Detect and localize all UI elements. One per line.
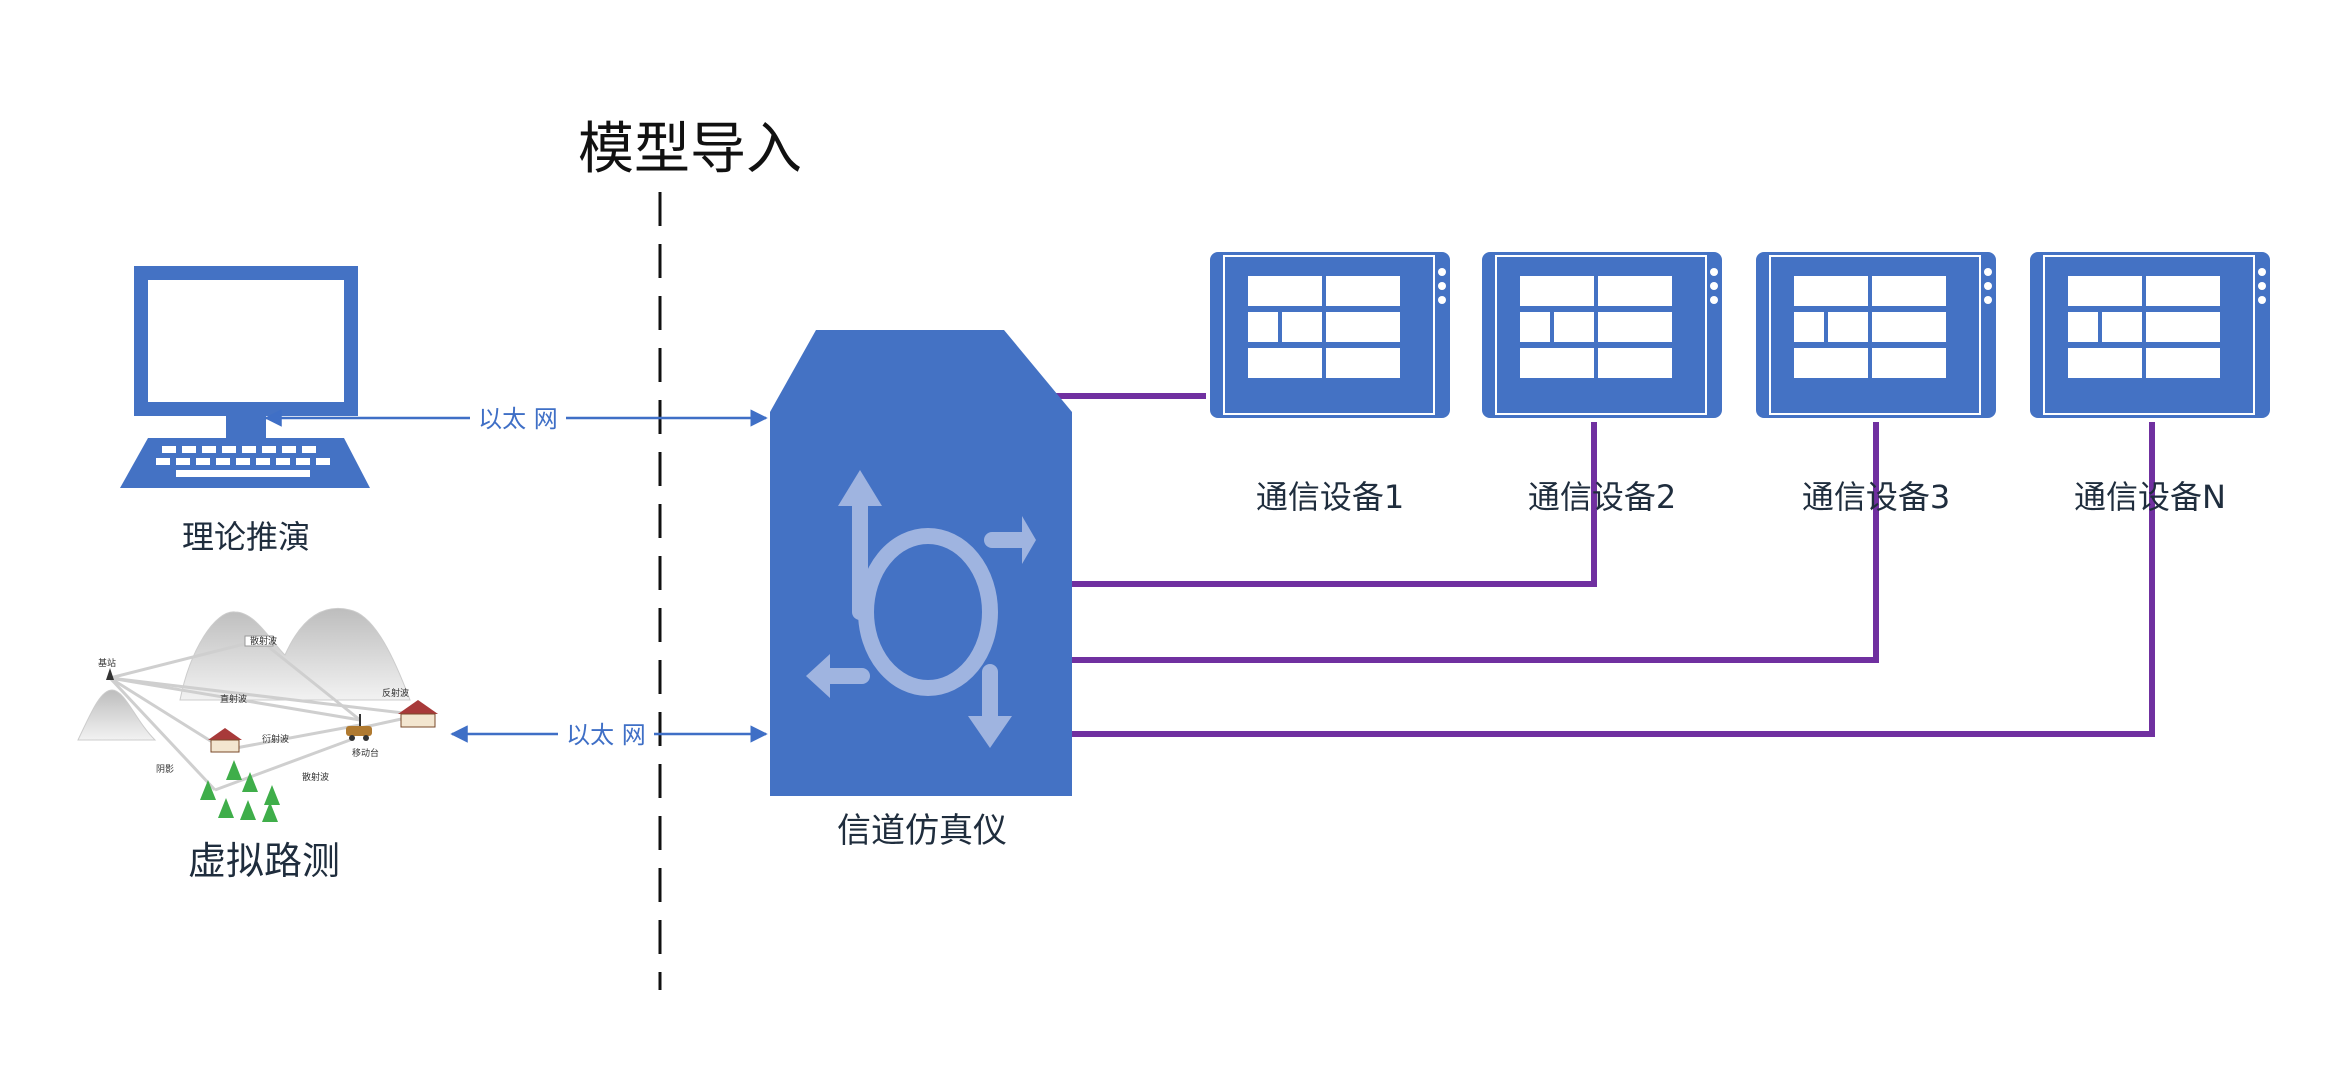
scene-scatter-wave-2-text: 散射波 xyxy=(302,771,329,783)
ethernet-top-label: 以太 网 xyxy=(478,405,558,433)
link-device-n xyxy=(1072,418,2155,737)
scene-shadow-text: 阴影 xyxy=(156,764,174,775)
computer-icon xyxy=(120,266,370,488)
channel-emulator-icon xyxy=(770,330,1072,796)
device-1-label: 通信设备1 xyxy=(1256,478,1404,516)
device-2-label: 通信设备2 xyxy=(1528,478,1676,516)
scene-mobile-text: 移动台 xyxy=(352,747,379,759)
scene-reflect-wave-text: 反射波 xyxy=(382,687,409,699)
link-device-3 xyxy=(1072,418,1879,663)
device-3-label: 通信设备3 xyxy=(1802,478,1950,516)
scene-direct-wave-text: 直射波 xyxy=(220,693,247,705)
ethernet-bottom-label: 以太 网 xyxy=(566,721,646,749)
link-device-2 xyxy=(1072,418,1597,587)
scene-scatter-wave-text: 散射波 xyxy=(250,635,277,647)
scene-base-station-text: 基站 xyxy=(98,657,116,669)
drive-test-scene-illustration: 基站 散射波 直射波 反射波 衍射波 散射波 移动台 阴影 xyxy=(77,607,438,822)
scene-diffract-wave-text: 衍射波 xyxy=(262,733,289,745)
device-1-icon xyxy=(1206,248,1454,422)
device-3-icon xyxy=(1752,248,2000,422)
virtual-drive-test-label: 虚拟路测 xyxy=(188,839,340,883)
device-n-label: 通信设备N xyxy=(2074,478,2226,516)
device-n-icon xyxy=(2026,248,2274,422)
channel-emulator-label: 信道仿真仪 xyxy=(837,811,1007,851)
diagram-title: 模型导入 xyxy=(578,117,802,182)
theory-label: 理论推演 xyxy=(182,518,310,556)
device-2-icon xyxy=(1478,248,1726,422)
purple-links xyxy=(1056,393,2155,737)
